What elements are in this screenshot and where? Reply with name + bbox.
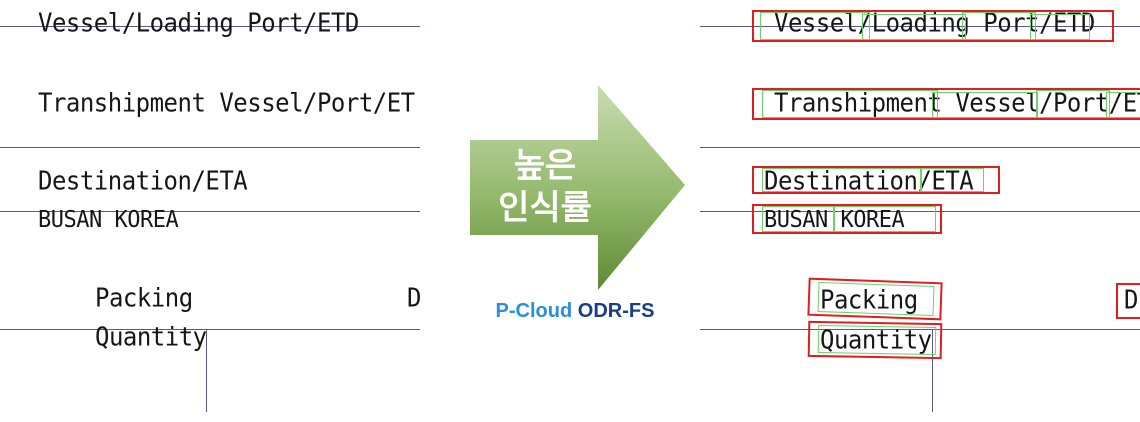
product-name: P-Cloud ODR-FS <box>455 300 695 323</box>
arrow-label: 높은 인식률 <box>470 145 620 229</box>
ocr-word-box <box>762 168 922 192</box>
ocr-word-box <box>920 168 984 192</box>
form-rule <box>700 211 1140 212</box>
packing-label: Packing <box>820 285 918 315</box>
packing-label: Packing <box>95 283 193 313</box>
form-vertical-rule <box>932 330 933 412</box>
form-rule <box>0 329 420 330</box>
ocr-word-box <box>862 14 966 40</box>
form-vertical-rule <box>206 330 207 412</box>
ocr-word-box <box>962 12 1036 40</box>
ocr-line-box <box>752 88 1140 120</box>
cut-letter: D <box>1124 285 1138 315</box>
ocr-word-box <box>1036 90 1110 118</box>
ocr-line-box <box>752 204 942 234</box>
original-document-panel: Vessel/Loading Port/ETD Transhipment Ves… <box>0 0 420 422</box>
quantity-label: Quantity <box>820 325 932 355</box>
destination-label: Destination/ETA <box>764 166 974 196</box>
quantity-label: Quantity <box>95 322 207 352</box>
ocr-word-box <box>817 324 937 356</box>
product-brand: P-Cloud <box>495 300 573 322</box>
destination-label: Destination/ETA <box>38 166 248 196</box>
ocr-word-box <box>817 281 935 317</box>
ocr-word-box <box>1106 92 1140 118</box>
recognition-arrow: 높은 인식률 <box>470 85 690 295</box>
vessel-label: Vessel/Loading Port/ETD <box>38 8 359 38</box>
form-rule <box>0 147 420 148</box>
ocr-word-box <box>1030 14 1090 40</box>
arrow-label-line2: 인식률 <box>498 188 592 228</box>
ocr-line-box <box>752 10 1114 42</box>
ocr-word-box <box>932 92 1038 118</box>
cut-letter: D <box>407 283 420 313</box>
form-rule <box>0 211 420 212</box>
ocr-result-panel: Vessel/Loading Port/ETD Transhipment Ves… <box>700 0 1140 422</box>
product-model: ODR-FS <box>577 300 655 322</box>
arrow-icon <box>470 85 685 290</box>
form-rule <box>0 26 420 27</box>
ocr-word-box <box>762 90 938 118</box>
ocr-line-box <box>1116 283 1140 319</box>
destination-value: BUSAN KOREA <box>38 207 179 234</box>
ocr-word-box <box>762 206 834 232</box>
arrow-label-line1: 높은 <box>513 146 577 186</box>
transhipment-label: Transhipment Vessel/Port/ET <box>38 88 415 118</box>
ocr-word-box <box>760 12 870 40</box>
form-rule <box>700 147 1140 148</box>
form-rule <box>700 329 1140 330</box>
ocr-word-box <box>834 206 936 232</box>
form-rule <box>700 26 1140 27</box>
ocr-line-box <box>752 166 1000 194</box>
